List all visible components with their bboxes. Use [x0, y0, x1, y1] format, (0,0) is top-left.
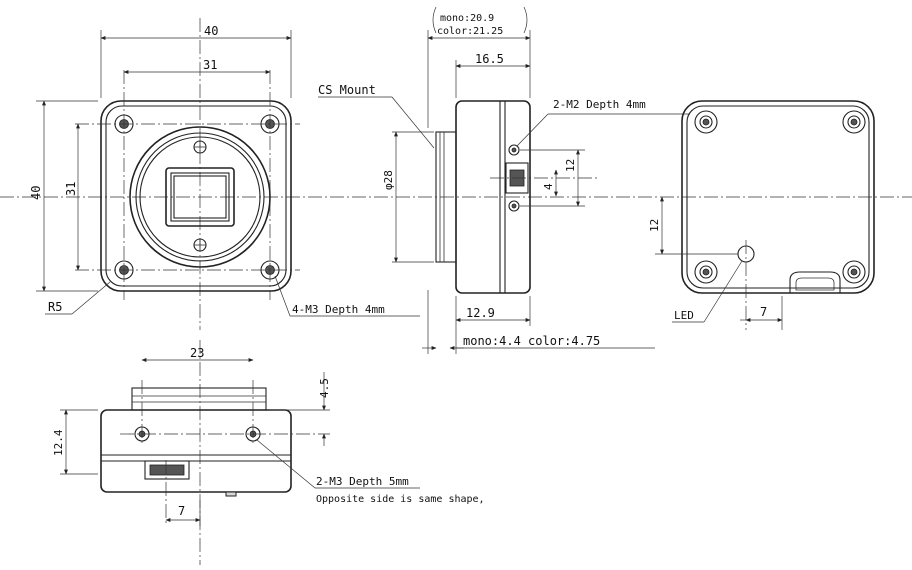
bottom-view: 23 4.5 12.4 7 2-M3 Depth 5mm Opposite si… — [52, 340, 485, 565]
flange-distance-label: mono:4.4 color:4.75 — [463, 334, 600, 348]
bottom-connector-offset-label: 7 — [178, 504, 185, 518]
side-view: mono:20.9 color:21.25 16.5 CS Mount φ28 … — [318, 6, 690, 354]
front-view: 40 31 40 31 R5 4-M3 Depth 4mm — [0, 18, 912, 330]
front-mount-holes-label: 4-M3 Depth 4mm — [292, 303, 385, 316]
bottom-body — [100, 409, 292, 493]
front-mount-ring — [129, 126, 271, 268]
bottom-height-label: 12.4 — [52, 429, 65, 456]
front-height-label: 40 — [29, 186, 43, 200]
front-mount-holes — [75, 70, 300, 300]
rear-body — [681, 100, 875, 294]
body-length-label: 16.5 — [475, 52, 504, 66]
bottom-hole-spacing-label: 23 — [190, 346, 204, 360]
connector-offset-label: 4 — [542, 183, 555, 190]
led-label: LED — [674, 309, 694, 322]
bottom-holes-label: 2-M3 Depth 5mm — [316, 475, 409, 488]
front-hole-spacing-y-label: 31 — [64, 182, 78, 196]
cs-mount-label: CS Mount — [318, 83, 376, 97]
rear-view: 12 LED 7 — [648, 100, 875, 330]
rear-length-label: 12.9 — [466, 306, 495, 320]
led-offset-label: 7 — [760, 305, 767, 319]
front-width-label: 40 — [204, 24, 218, 38]
front-body — [100, 100, 292, 292]
front-hole-spacing-x-label: 31 — [203, 58, 217, 72]
side-holes-label: 2-M2 Depth 4mm — [553, 98, 646, 111]
bottom-mount-stub — [131, 387, 267, 411]
side-hole-spacing-label: 12 — [564, 159, 577, 172]
length-color-label: color:21.25 — [437, 26, 503, 37]
corner-radius-label: R5 — [48, 300, 62, 314]
mount-diameter-label: φ28 — [382, 170, 395, 190]
sensor-window — [165, 167, 235, 227]
length-mono-label: mono:20.9 — [440, 13, 494, 24]
bottom-mount-depth-label: 4.5 — [318, 378, 331, 398]
side-body — [455, 100, 531, 294]
bottom-note: Opposite side is same shape, — [316, 494, 485, 505]
led-height-label: 12 — [648, 219, 661, 232]
